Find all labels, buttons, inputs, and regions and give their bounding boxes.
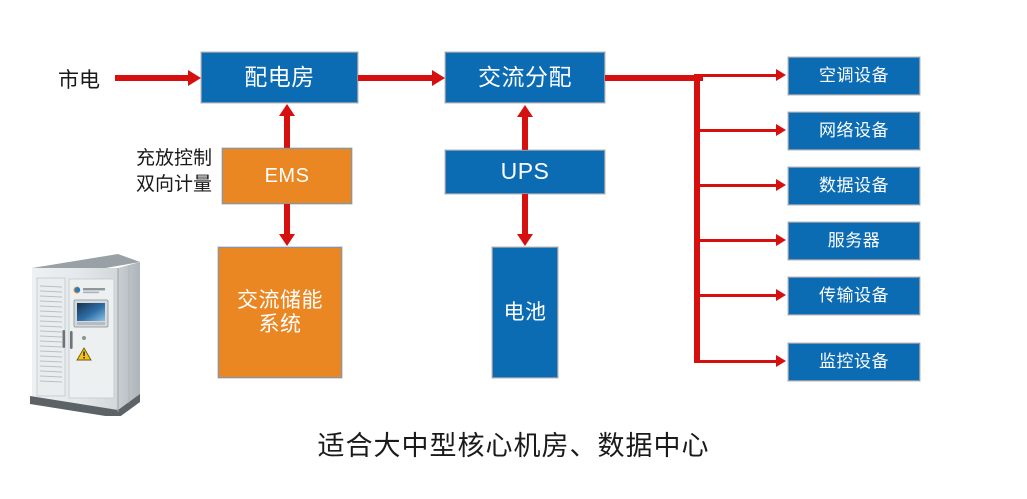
node-load-monitoring-equipment[interactable]: 监控设备 [788, 343, 920, 381]
arrowhead-mains-to-pdr [188, 70, 201, 86]
node-ups[interactable]: UPS [445, 150, 605, 194]
wire-ems-to-pdr [284, 115, 290, 148]
arrowhead-pdr-to-acd [432, 70, 445, 86]
node-battery[interactable]: 电池 [492, 247, 558, 378]
wire-branch-6 [694, 360, 780, 363]
wire-ems-to-storage [284, 204, 290, 235]
node-ac-energy-storage-system[interactable]: 交流储能 系统 [218, 247, 342, 378]
wire-branch-2 [694, 129, 780, 132]
ac-energy-storage-cabinet-photo [14, 246, 146, 418]
arrowhead-branch-6 [776, 355, 786, 367]
arrowhead-branch-3 [776, 179, 786, 191]
wire-ups-to-acd [522, 116, 528, 150]
wire-branch-5 [694, 294, 780, 297]
node-ac-distribution[interactable]: 交流分配 [445, 52, 605, 103]
wire-ups-to-battery [522, 194, 528, 235]
arrowhead-ems-to-pdr [279, 104, 295, 116]
node-load-air-conditioning[interactable]: 空调设备 [788, 57, 920, 95]
diagram-caption: 适合大中型核心机房、数据中心 [317, 431, 710, 461]
node-load-transmission-equipment[interactable]: 传输设备 [788, 277, 920, 315]
charge-discharge-control-note: 充放控制 双向计量 [135, 148, 212, 195]
mains-power-label: 市电 [58, 69, 100, 92]
wire-branch-1 [694, 74, 780, 77]
node-ems[interactable]: EMS [222, 148, 352, 204]
wire-acd-to-bus [605, 75, 703, 81]
wire-pdr-to-acd [358, 75, 434, 81]
arrowhead-ups-to-battery [517, 234, 533, 246]
node-power-distribution-room[interactable]: 配电房 [201, 52, 358, 103]
wire-branch-4 [694, 239, 780, 242]
arrowhead-ups-to-acd [517, 105, 533, 117]
wire-mains-to-pdr [115, 75, 189, 81]
load-bus-trunk [694, 75, 700, 363]
cabinet-illustration [30, 254, 140, 418]
node-load-data-equipment[interactable]: 数据设备 [788, 167, 920, 205]
node-load-server[interactable]: 服务器 [788, 222, 920, 260]
arrowhead-branch-1 [776, 69, 786, 81]
arrowhead-branch-4 [776, 234, 786, 246]
arrowhead-branch-2 [776, 124, 786, 136]
arrowhead-ems-to-storage [279, 234, 295, 246]
wire-branch-3 [694, 184, 780, 187]
arrowhead-branch-5 [776, 289, 786, 301]
node-load-network-equipment[interactable]: 网络设备 [788, 112, 920, 150]
